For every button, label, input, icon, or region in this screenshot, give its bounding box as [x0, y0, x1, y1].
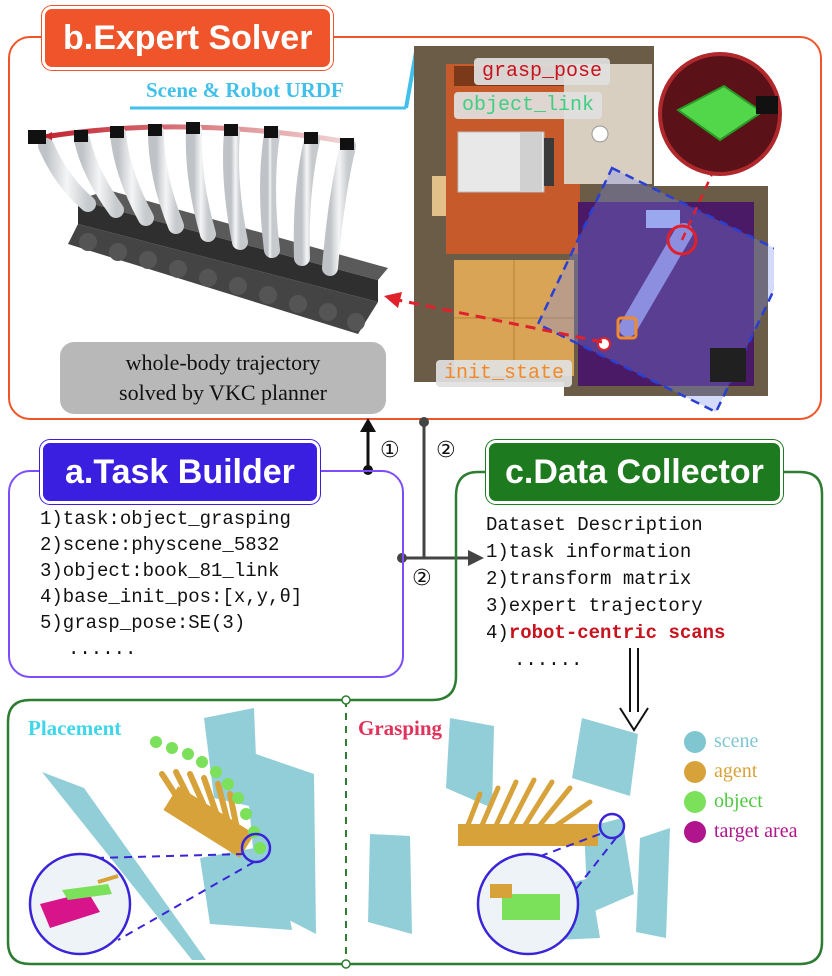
agent-swatch: [684, 760, 706, 783]
dataset-item-prefix: 4): [486, 622, 509, 644]
grasp-zoom-circle: [658, 52, 782, 176]
object-swatch: [684, 790, 706, 813]
task-item: 1)task:object_grasping: [40, 508, 291, 530]
placement-point-cloud: [28, 708, 316, 960]
expert-solver-panel: [8, 36, 822, 420]
expert-solver-title: b.Expert Solver: [42, 6, 334, 70]
urdf-label: Scene & Robot URDF: [146, 78, 344, 102]
grasping-point-cloud: [368, 718, 670, 956]
task-item: 3)object:book_81_link: [40, 560, 280, 582]
legend-label: agent: [714, 760, 758, 782]
step-2-marker-bottom: ②: [412, 566, 432, 591]
grasping-label: Grasping: [358, 716, 443, 740]
init-state-tag: init_state: [436, 360, 573, 387]
data-collector-outline: [6, 470, 824, 969]
legend-item-object: object: [684, 790, 797, 813]
legend-item-agent: agent: [684, 760, 797, 783]
dataset-item: 1)task information: [486, 541, 692, 563]
legend-label: object: [714, 790, 763, 812]
scans-down-arrow: [619, 648, 649, 732]
legend-item-scene: scene: [684, 730, 797, 753]
task-item: 4)base_init_pos:[x,y,θ]: [40, 586, 303, 608]
dataset-ellipsis: ......: [514, 649, 583, 671]
object-link-tag: object_link: [454, 92, 603, 119]
scene-top-view: [414, 46, 774, 412]
scene-to-robot-arrow: [384, 292, 603, 344]
data-collector-title: c.Data Collector: [486, 440, 783, 504]
legend: scene agent object target area: [684, 730, 797, 843]
scene-swatch: [684, 730, 706, 753]
task-builder-title: a.Task Builder: [40, 440, 320, 504]
step-1-marker: ①: [380, 438, 400, 463]
trajectory-caption-line-2: solved by VKC planner: [119, 380, 327, 405]
dataset-heading: Dataset Description: [486, 514, 703, 536]
dataset-item-highlight: 4)robot-centric scans: [486, 620, 725, 647]
task-item: 2)scene:physcene_5832: [40, 534, 280, 556]
dataset-description: Dataset Description 1)task information 2…: [486, 512, 725, 674]
task-ellipsis: ......: [68, 638, 137, 660]
step-2-marker-top: ②: [436, 438, 456, 463]
task-item: 5)grasp_pose:SE(3): [40, 612, 246, 634]
legend-label: target area: [714, 820, 798, 842]
legend-item-target-area: target area: [684, 820, 797, 843]
target-area-swatch: [684, 820, 706, 843]
trajectory-caption: whole-body trajectory solved by VKC plan…: [60, 342, 386, 414]
dataset-item: 3)expert trajectory: [486, 595, 703, 617]
grasp-pose-tag: grasp_pose: [474, 58, 611, 85]
task-builder-list: 1)task:object_grasping 2)scene:physcene_…: [40, 506, 302, 662]
robot-trajectory-illustration: [28, 122, 388, 334]
dataset-item: 2)transform matrix: [486, 568, 692, 590]
legend-label: scene: [714, 730, 759, 752]
robot-centric-scans-label: robot-centric scans: [508, 622, 726, 644]
trajectory-caption-line-1: whole-body trajectory: [125, 350, 321, 375]
placement-label: Placement: [28, 716, 122, 740]
